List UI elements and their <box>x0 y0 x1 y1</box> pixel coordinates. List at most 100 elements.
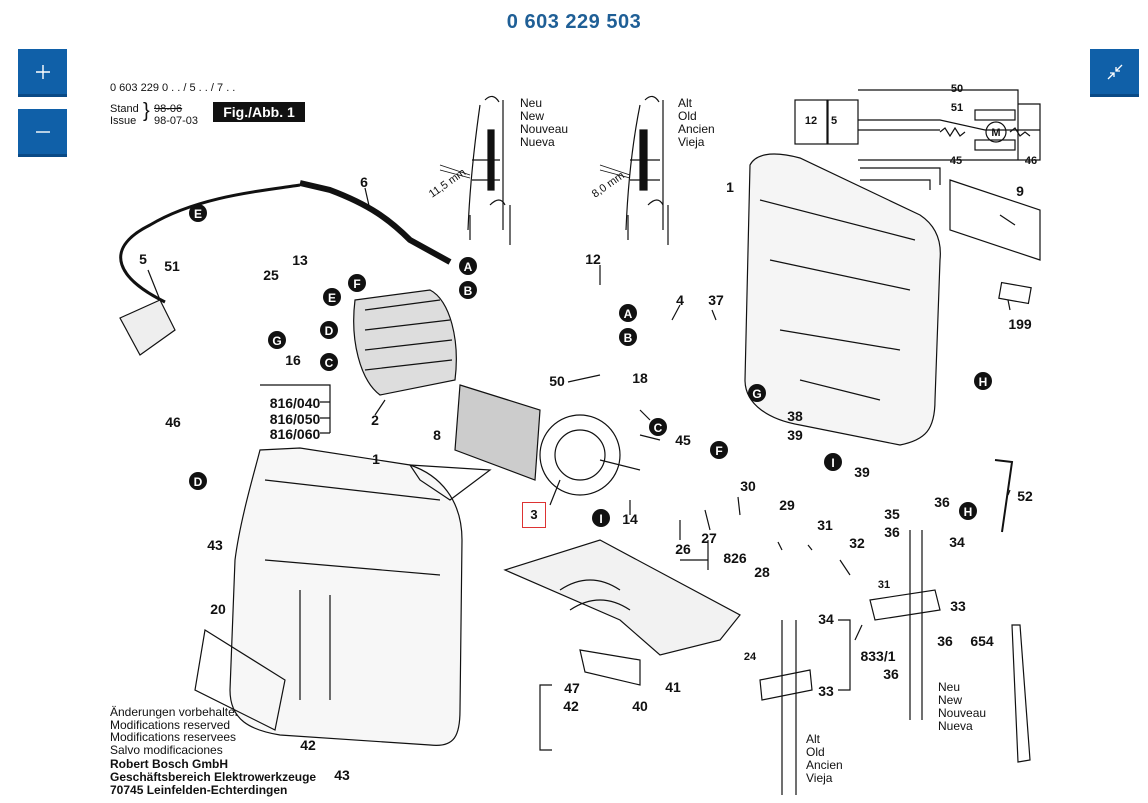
saw-blade <box>1011 624 1031 763</box>
part-label: 26 <box>675 541 691 557</box>
part-label: 42 <box>300 737 316 753</box>
part-label: 816/050 <box>270 411 321 427</box>
new-label-fr: Nouveau <box>520 122 569 136</box>
part-label: 28 <box>754 564 770 580</box>
page-title: 0 603 229 503 <box>506 11 642 33</box>
zoom-out-button[interactable] <box>18 109 67 157</box>
marker-B: B <box>459 281 477 299</box>
svg-text:C: C <box>325 356 334 370</box>
svg-text:D: D <box>194 475 203 489</box>
crossed-date: 98-06 <box>154 103 183 115</box>
dimension-label: 31 <box>878 579 890 591</box>
svg-text:B: B <box>624 331 633 345</box>
part-label: 16 <box>285 352 301 368</box>
new-label-2-en: New <box>938 693 963 707</box>
svg-text:G: G <box>272 334 281 348</box>
part-label: 9 <box>1016 183 1024 199</box>
old-label-2-fr: Ancien <box>806 758 843 772</box>
stand-label: Stand <box>110 103 139 115</box>
part-label: 2 <box>371 412 379 428</box>
part-label: 29 <box>779 497 795 513</box>
part-label: 36 <box>937 633 953 649</box>
svg-text:H: H <box>964 505 973 519</box>
fullscreen-exit-button[interactable] <box>1090 49 1139 97</box>
hex-key <box>994 459 1014 533</box>
schematic-label: 12 <box>805 115 817 127</box>
old-label-en: Old <box>678 109 697 123</box>
marker-B: B <box>619 328 637 346</box>
part-label: 14 <box>622 511 638 527</box>
minus-icon <box>35 130 50 133</box>
housing-right <box>744 153 1041 446</box>
old-label-2-en: Old <box>806 745 825 759</box>
part-label: 38 <box>787 408 803 424</box>
part-label: 12 <box>585 251 601 267</box>
new-label-2-fr: Nouveau <box>938 706 987 720</box>
company-division: Geschäftsbereich Elektrowerkzeuge <box>110 769 317 784</box>
new-label-2-es: Nueva <box>938 719 973 733</box>
part-label: 42 <box>563 698 579 714</box>
marker-I: I <box>592 509 610 527</box>
part-label: 30 <box>740 478 756 494</box>
old-label-2-de: Alt <box>806 732 821 746</box>
marker-H: H <box>974 372 992 390</box>
svg-text:F: F <box>353 277 360 291</box>
dimension-old: 8,0 mm <box>590 170 627 201</box>
old-label-2-es: Vieja <box>806 771 833 785</box>
figure-label: Fig./Abb. 1 <box>213 102 305 122</box>
issue-date: 98-07-03 <box>154 115 199 127</box>
part-label: 31 <box>817 517 833 533</box>
marker-E: E <box>189 204 207 222</box>
part-label: 36 <box>883 666 899 682</box>
svg-text:A: A <box>624 307 633 321</box>
part-label: 33 <box>950 598 966 614</box>
bracket-816 <box>260 384 331 434</box>
detail-inset-old <box>599 95 669 245</box>
issue-label: Issue <box>110 115 137 127</box>
part-label: 1 <box>726 179 734 195</box>
stator <box>353 289 457 396</box>
svg-text:F: F <box>715 444 722 458</box>
note-line: Modifications reservees <box>110 730 237 745</box>
wiring-schematic <box>794 89 1041 190</box>
part-label: 45 <box>675 432 691 448</box>
part-label: 816/040 <box>270 395 321 411</box>
zoom-in-button[interactable] <box>18 49 67 97</box>
svg-text:E: E <box>328 291 336 305</box>
schematic-label: 46 <box>1025 155 1037 167</box>
svg-text:D: D <box>325 324 334 338</box>
part-label: 20 <box>210 601 226 617</box>
letter-markers: A B E F E D C G D A B C F G H I I H <box>189 204 992 527</box>
marker-H: H <box>959 502 977 520</box>
bracket-47 <box>539 684 552 751</box>
part-label: 5 <box>139 251 147 267</box>
armature <box>454 384 641 496</box>
part-label: 40 <box>632 698 648 714</box>
base-plate <box>503 539 741 686</box>
part-label: 833/1 <box>860 648 895 664</box>
model-line: 0 603 229 0 . . / 5 . . / 7 . . <box>110 82 236 94</box>
schematic-label: 51 <box>951 102 963 114</box>
note-line: Änderungen vorbehalten <box>110 705 242 719</box>
part-label: 13 <box>292 252 308 268</box>
marker-A: A <box>459 257 477 275</box>
part-label: 37 <box>708 292 724 308</box>
part-label: 27 <box>701 530 717 546</box>
brace: } <box>143 100 150 122</box>
part-label: 18 <box>632 370 648 386</box>
shrink-arrows-icon <box>1107 64 1122 79</box>
old-label-fr: Ancien <box>678 122 715 136</box>
highlighted-part-3[interactable]: 3 <box>522 502 546 528</box>
schematic-label: 50 <box>951 83 963 95</box>
part-label: 35 <box>884 506 900 522</box>
svg-text:H: H <box>979 375 988 389</box>
schematic-label: 5 <box>831 115 837 127</box>
marker-D: D <box>320 321 338 339</box>
part-label: 25 <box>263 267 279 283</box>
note-line: Modifications reserved <box>110 717 231 732</box>
part-label: 199 <box>1008 316 1032 332</box>
part-label: 36 <box>884 524 900 540</box>
dimension-label: 24 <box>744 651 757 663</box>
part-label: 654 <box>970 633 994 649</box>
